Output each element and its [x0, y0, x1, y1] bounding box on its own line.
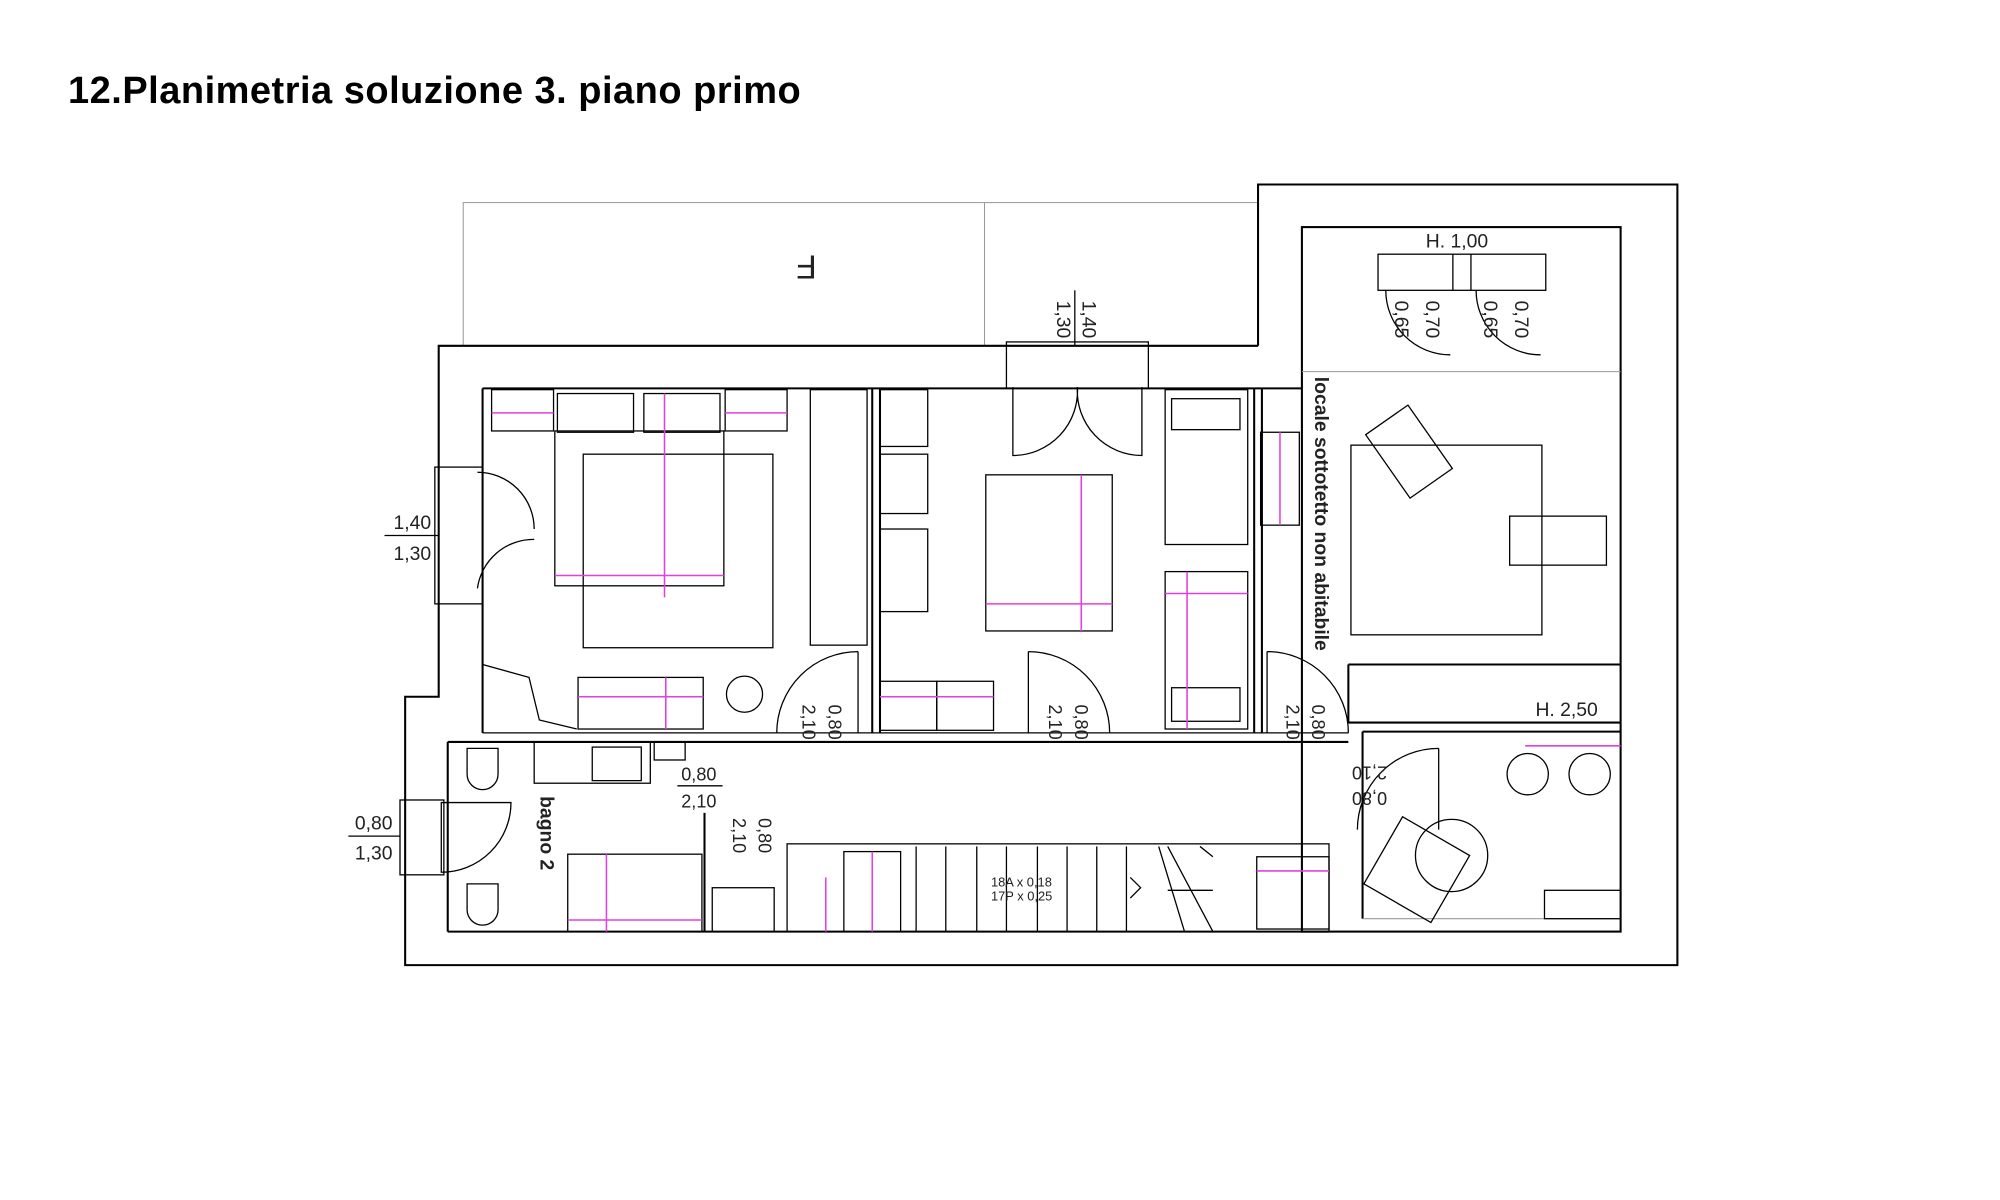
doors — [776, 650, 1440, 830]
door3-height: 2,10 — [1282, 705, 1302, 740]
skylight-a-width: 0,65 — [1390, 301, 1412, 339]
skylights — [1377, 253, 1547, 356]
door3-width: 0,80 — [1308, 705, 1328, 740]
bathroom-label: bagno 2 — [536, 796, 558, 870]
dimension-marks — [491, 393, 1621, 932]
furniture — [466, 389, 1622, 933]
skylight-b-width: 0,65 — [1479, 301, 1501, 339]
window-top — [1005, 341, 1150, 457]
north-mark: F — [796, 247, 816, 284]
door4-height: 2,10 — [1352, 762, 1387, 782]
window-left-height: 1,40 — [394, 512, 432, 534]
attic-label: locale sottotetto non abitabile — [1310, 377, 1332, 651]
bath-door-height: 2,10 — [729, 818, 749, 853]
skylight-a-height: 0,70 — [1421, 301, 1443, 339]
height-250: H. 2,50 — [1535, 699, 1597, 721]
window-top-sill: 1,30 — [1052, 301, 1074, 339]
bath-door-width: 0,80 — [755, 818, 775, 853]
window-bath-width: 0,80 — [355, 813, 393, 835]
terrace-outline — [462, 202, 1259, 347]
window-top-height: 1,40 — [1078, 301, 1100, 339]
skylight-b-height: 0,70 — [1510, 301, 1532, 339]
door2-height: 2,10 — [1045, 705, 1065, 740]
window-left — [434, 466, 535, 605]
window-bath — [399, 799, 512, 876]
window-bath-sill: 1,30 — [355, 842, 393, 864]
door2-width: 0,80 — [1071, 705, 1091, 740]
hall-door-height: 2,10 — [681, 792, 716, 812]
door1-width: 0,80 — [824, 705, 844, 740]
stairs-treads: 17P x 0,25 — [991, 889, 1052, 904]
door4-width: 0,80 — [1352, 788, 1387, 808]
staircase — [786, 843, 1330, 933]
hall-door-width: 0,80 — [681, 765, 716, 785]
page-title: 12.Planimetria soluzione 3. piano primo — [68, 70, 802, 112]
stairs-risers: 18A x 0,18 — [991, 874, 1052, 889]
door1-height: 2,10 — [799, 705, 819, 740]
height-100: H. 1,00 — [1426, 231, 1488, 253]
window-left-sill: 1,30 — [394, 543, 432, 565]
